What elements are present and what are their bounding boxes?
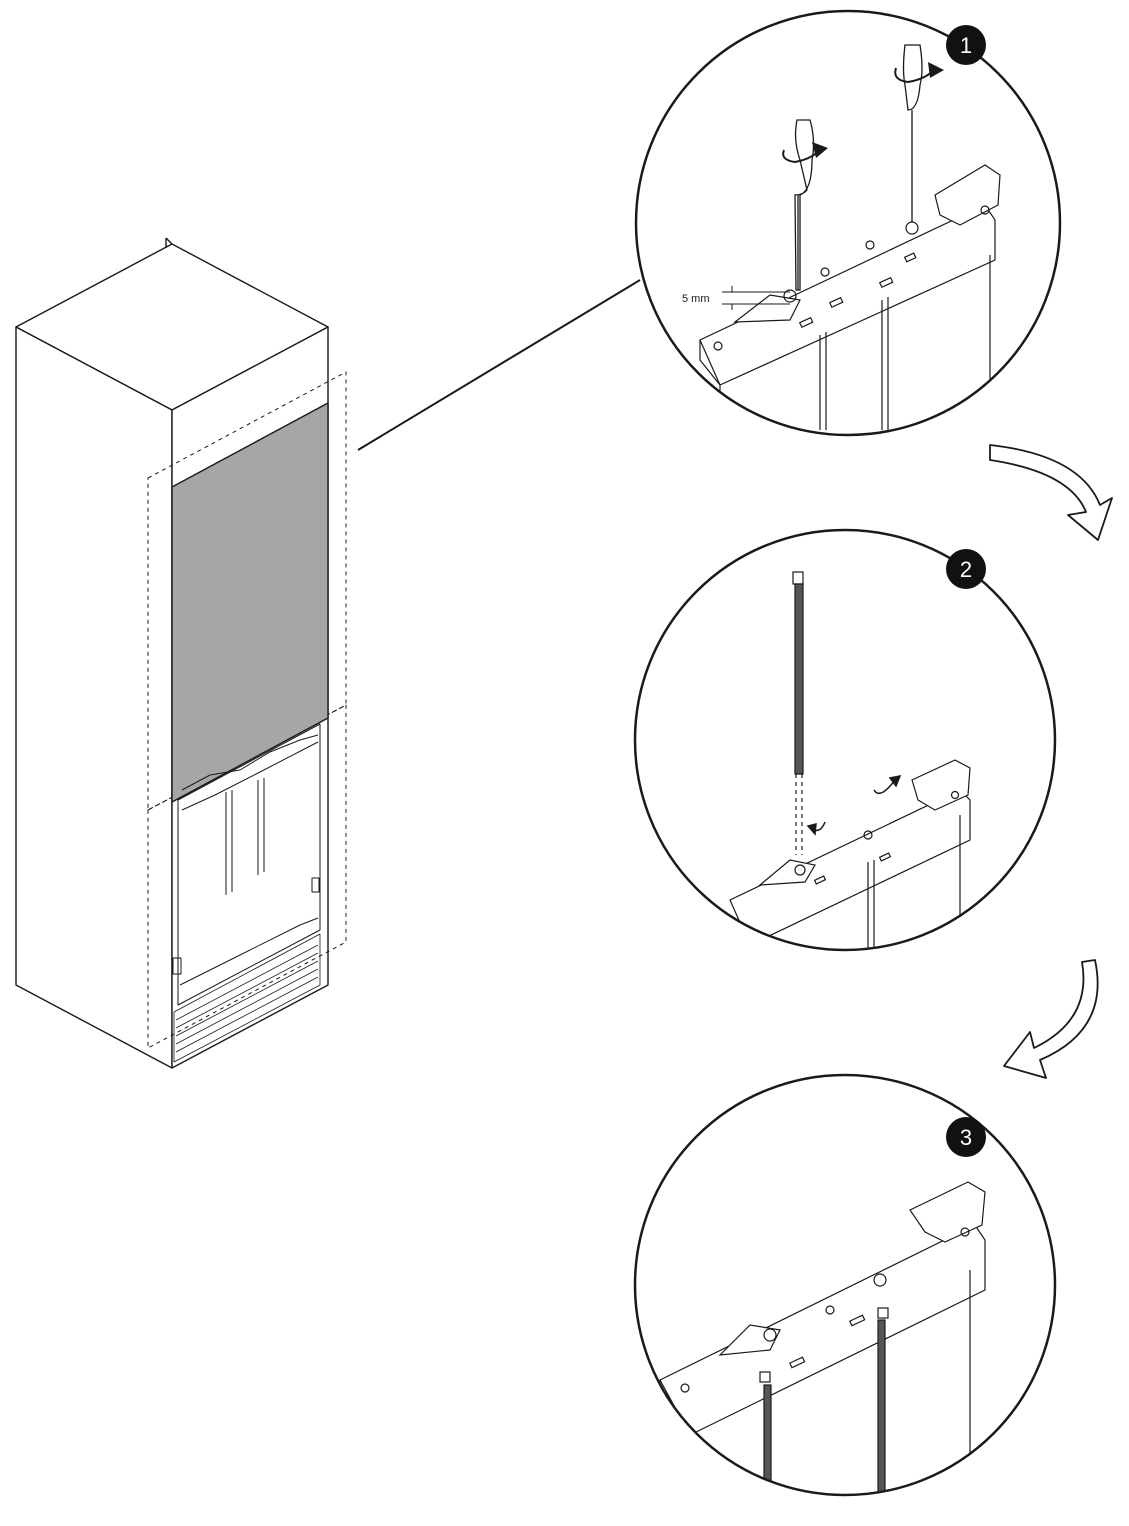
cabinet-illustration — [15, 237, 347, 1069]
step-2-detail: 2 — [633, 528, 1057, 952]
step-3-circle — [633, 1073, 1057, 1497]
cabinet-grille — [173, 933, 321, 1063]
step-2-circle — [633, 528, 1057, 952]
step-number: 3 — [960, 1125, 972, 1150]
screwdriver-icon — [902, 44, 923, 222]
dimension-marker — [722, 286, 790, 310]
step-3-detail: 3 — [633, 1073, 1057, 1497]
leader-line — [357, 279, 641, 451]
dimension-label: 5 mm — [682, 293, 710, 305]
cabinet-interior — [172, 723, 321, 1006]
rotate-arrow-icon — [782, 62, 944, 164]
step-1-circle — [634, 9, 1062, 437]
cabinet-side — [15, 326, 173, 1069]
door-panel — [171, 402, 329, 803]
rail-strip — [792, 571, 804, 855]
curved-arrow-icon — [1003, 959, 1099, 1079]
step-number: 1 — [960, 33, 972, 58]
screwdriver-icon — [794, 119, 815, 291]
step-badge — [946, 25, 986, 65]
step-badge — [946, 549, 986, 589]
step-number: 2 — [960, 557, 972, 582]
step-1-detail: 5 mm 1 — [634, 9, 1062, 437]
step-badge — [946, 1117, 986, 1157]
curved-arrow-icon — [989, 444, 1113, 541]
rotate-arrow-icon — [806, 774, 902, 836]
